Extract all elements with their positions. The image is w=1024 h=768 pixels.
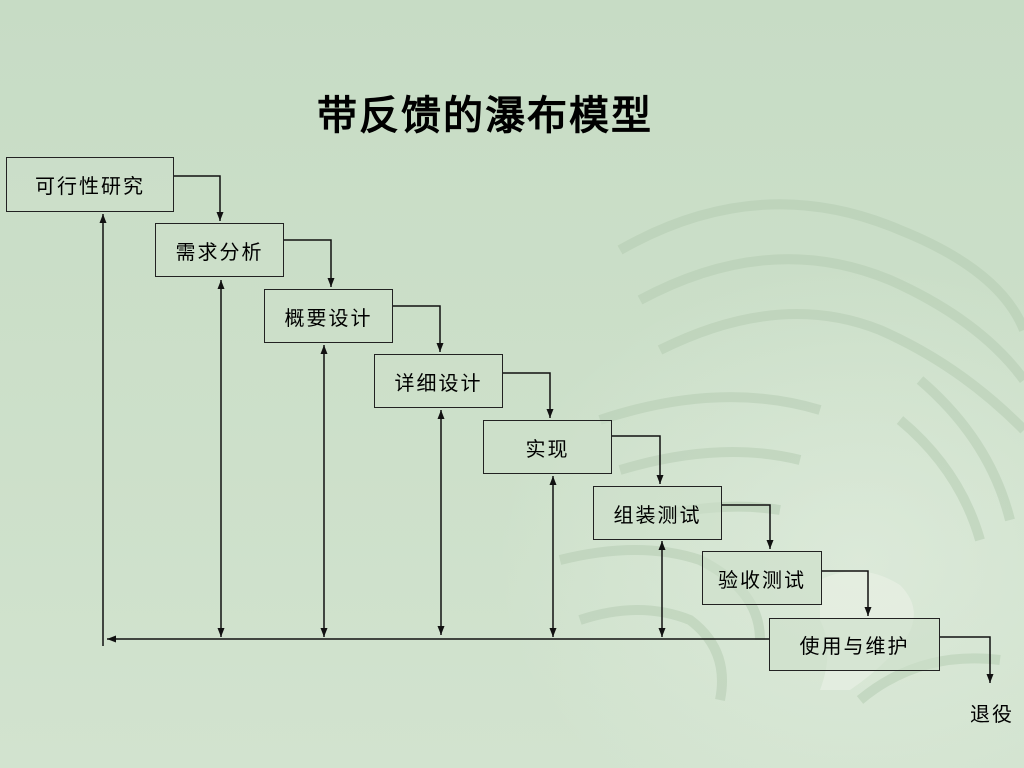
page-title: 带反馈的瀑布模型 <box>317 92 653 139</box>
stage-feasibility-study: 可行性研究 <box>6 157 174 212</box>
flow-arrow-8 <box>940 636 994 683</box>
flow-arrow-4 <box>502 372 554 418</box>
stage-implementation: 实现 <box>483 420 612 474</box>
stage-operation-maintenance: 使用与维护 <box>769 618 940 671</box>
stage-acceptance-testing: 验收测试 <box>702 551 822 605</box>
stage-label: 组装测试 <box>613 502 702 527</box>
flow-arrow-2 <box>283 239 335 287</box>
flow-arrow-3 <box>392 305 444 352</box>
flow-arrow-1 <box>173 175 224 221</box>
stage-label: 使用与维护 <box>799 634 910 658</box>
stage-label: 详细设计 <box>394 370 483 395</box>
flow-arrow-7 <box>821 570 872 616</box>
stage-detailed-design: 详细设计 <box>374 354 503 408</box>
stage-label: 需求分析 <box>175 239 264 264</box>
stage-label: 验收测试 <box>718 567 806 592</box>
stage-label: 可行性研究 <box>35 174 145 198</box>
stage-retirement: 退役 <box>970 702 1014 726</box>
stage-integration-testing: 组装测试 <box>593 486 722 540</box>
stage-requirements-analysis: 需求分析 <box>155 223 284 277</box>
stage-label: 概要设计 <box>284 305 373 330</box>
stage-preliminary-design: 概要设计 <box>264 289 393 343</box>
flow-arrow-6 <box>721 504 774 549</box>
flow-arrow-5 <box>611 435 664 484</box>
stage-label: 实现 <box>525 436 570 461</box>
